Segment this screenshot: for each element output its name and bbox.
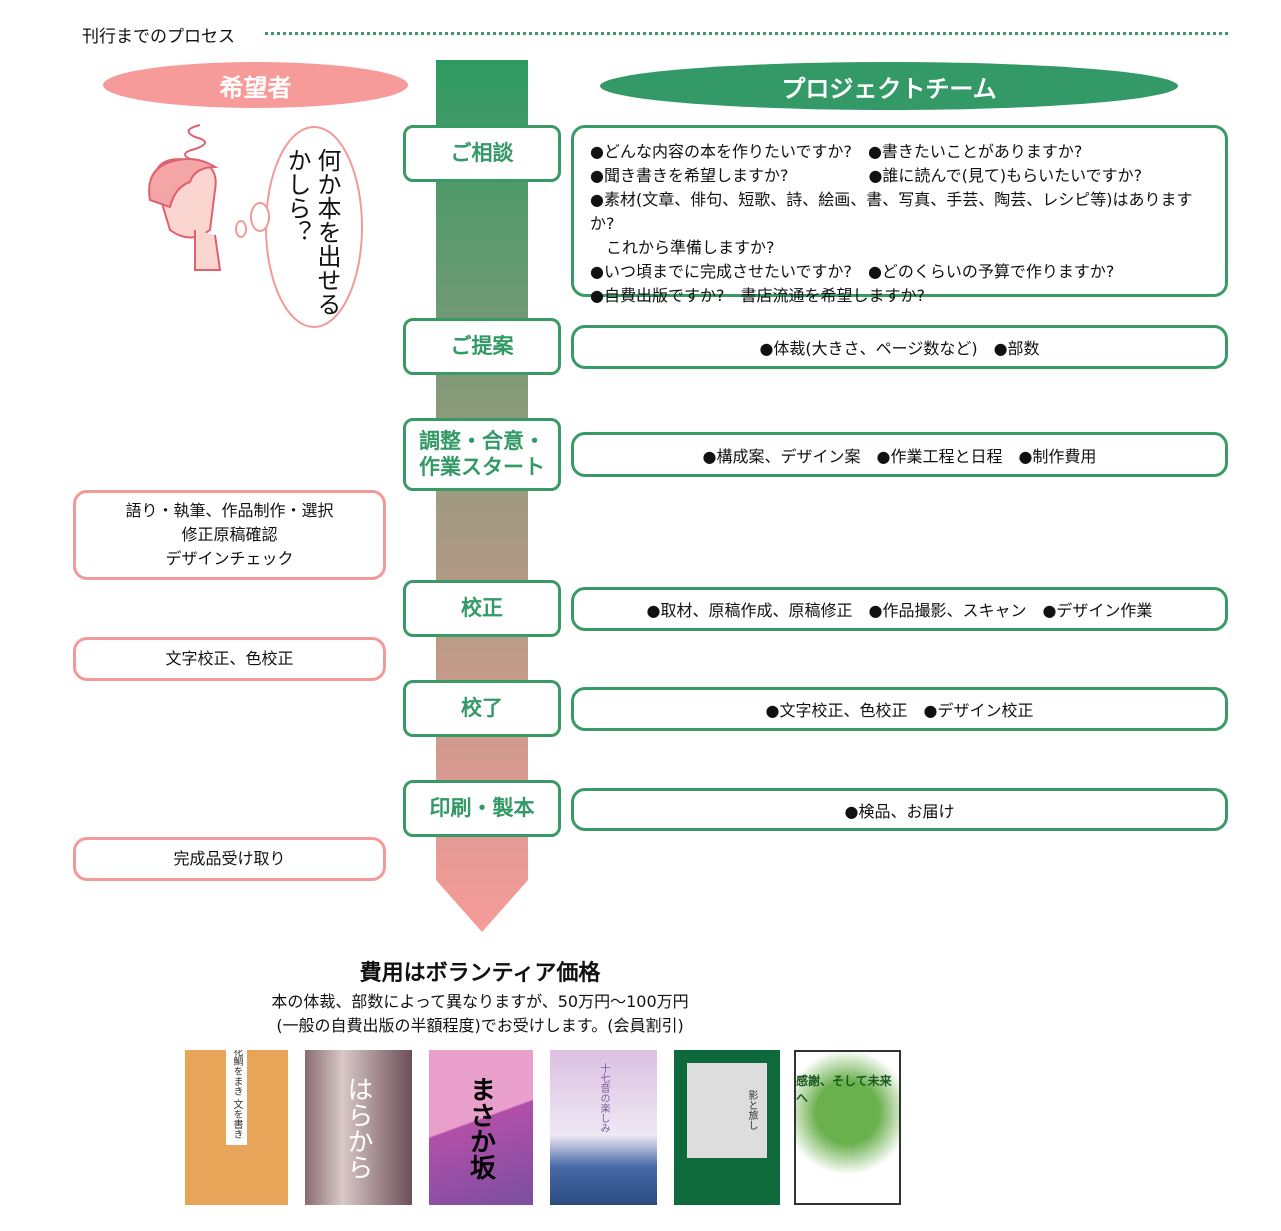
applicant-work-line: 修正原稿確認: [181, 525, 278, 544]
question-line: ●どんな内容の本を作りたいですか? ●書きたいことがありますか?: [590, 142, 1083, 161]
step-agreement: 調整・合意・作業スタート: [403, 418, 561, 491]
applicant-proof-box: 文字校正、色校正: [73, 637, 386, 681]
question-line: これから準備しますか?: [590, 238, 775, 257]
book-cover: 花鯛をまき 文を書き: [185, 1050, 288, 1205]
agreement-items: ●構成案、デザイン案 ●作業工程と日程 ●制作費用: [571, 432, 1228, 477]
applicant-work-line: デザインチェック: [165, 549, 294, 568]
book-cover: 十七音の楽しみ: [550, 1050, 657, 1205]
team-header: プロジェクトチーム: [600, 62, 1178, 110]
cost-title: 費用はボランティア価格: [359, 961, 601, 986]
book-cover: はらから: [305, 1050, 412, 1205]
step-proposal: ご提案: [403, 318, 561, 375]
book-title: まさか坂: [465, 1075, 496, 1180]
thought-text: 何か本を出せるかしら？: [283, 148, 341, 316]
step-printing: 印刷・製本: [403, 780, 561, 837]
applicant-work-box: 語り・執筆、作品制作・選択 修正原稿確認 デザインチェック: [73, 490, 386, 580]
cost-description: 本の体裁、部数によって異なりますが、50万円～100万円 (一般の自費出版の半額…: [180, 990, 780, 1038]
question-line: ●自費出版ですか? 書店流通を希望しますか?: [590, 286, 925, 305]
applicant-receive-box: 完成品受け取り: [73, 837, 386, 881]
step-proof: 校正: [403, 580, 561, 637]
cost-line: (一般の自費出版の半額程度)でお受けします。(会員割引): [276, 1016, 684, 1035]
question-line: ●素材(文章、俳句、短歌、詩、絵画、書、写真、手芸、陶芸、レシピ等)はありますか…: [590, 190, 1193, 233]
step-final-proof: 校了: [403, 680, 561, 737]
book-cover: まさか坂: [429, 1050, 533, 1205]
step-consult: ご相談: [403, 125, 561, 182]
applicant-header: 希望者: [103, 62, 408, 108]
book-cover: 影と旅し: [674, 1050, 780, 1205]
book-title: 十七音の楽しみ: [598, 1062, 609, 1133]
thought-bubble: [235, 126, 363, 328]
question-line: ●いつ頃までに完成させたいですか? ●どのくらいの予算で作りますか?: [590, 262, 1115, 281]
question-line: ●聞き書きを希望しますか? ●誰に読んで(見て)もらいたいですか?: [590, 166, 1143, 185]
consult-questions: ●どんな内容の本を作りたいですか? ●書きたいことがありますか? ●聞き書きを希…: [571, 125, 1228, 305]
applicant-work-line: 語り・執筆、作品制作・選択: [125, 501, 334, 520]
book-title: 感謝、そして未来へ: [796, 1074, 892, 1105]
book-title: はらから: [343, 1075, 373, 1180]
process-title: 刊行までのプロセス: [82, 27, 235, 47]
proposal-items: ●体裁(大きさ、ページ数など) ●部数: [571, 325, 1228, 369]
cost-line: 本の体裁、部数によって異なりますが、50万円～100万円: [271, 992, 689, 1011]
dotted-divider: [265, 32, 1228, 35]
printing-items: ●検品、お届け: [571, 788, 1228, 831]
book-title: 花鯛をまき 文を書き: [226, 1050, 247, 1146]
proof-items: ●取材、原稿作成、原稿修正 ●作品撮影、スキャン ●デザイン作業: [571, 587, 1228, 631]
book-cover: 感謝、そして未来へ: [794, 1050, 901, 1205]
person-illustration: [148, 124, 222, 271]
book-title: 影と旅し: [687, 1062, 767, 1158]
final-proof-items: ●文字校正、色校正 ●デザイン校正: [571, 687, 1228, 731]
